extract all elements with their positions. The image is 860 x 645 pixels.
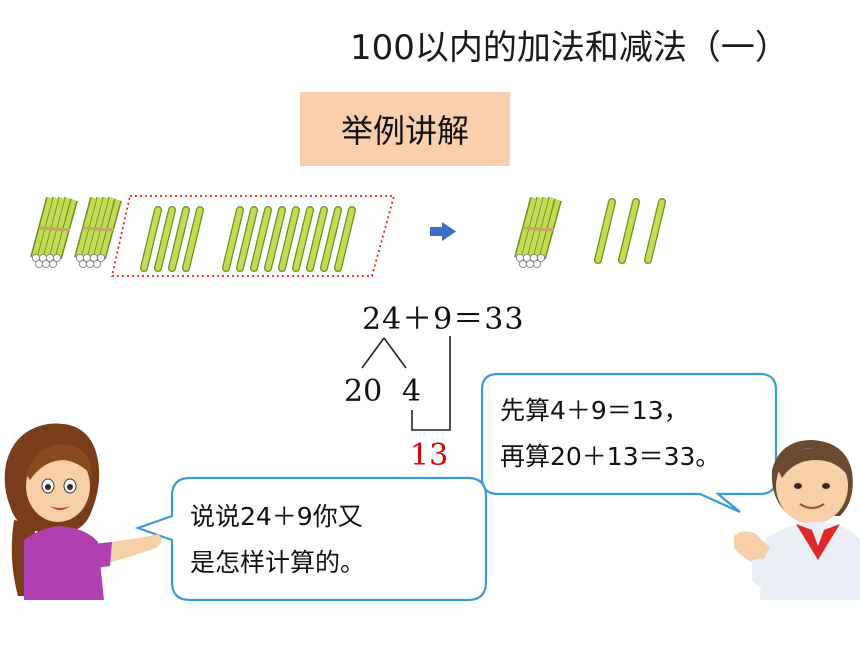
arrow-right-icon	[430, 222, 456, 241]
boy-bubble-text: 先算4＋9＝13， 再算20＋13＝33。	[500, 388, 720, 480]
page-title: 100以内的加法和减法（一）	[350, 28, 789, 68]
equation: 24＋9＝33	[362, 302, 525, 337]
girl-bubble-line2: 是怎样计算的。	[190, 548, 366, 577]
stick-group-3	[598, 202, 662, 260]
boy-speech-bubble	[480, 372, 778, 514]
girl-speech-bubble	[134, 476, 488, 602]
dotted-selection-box	[110, 195, 396, 277]
boy-bubble-line1: 先算4＋9＝13，	[500, 396, 689, 425]
boy-bubble-line2: 再算20＋13＝33。	[500, 442, 721, 471]
split-line-left	[361, 337, 385, 369]
girl-bubble-text: 说说24＋9你又 是怎样计算的。	[190, 494, 365, 586]
split-line-right	[383, 337, 407, 369]
girl-figure	[4, 423, 162, 600]
stick-group-9	[226, 210, 352, 268]
girl-bubble-line1: 说说24＋9你又	[190, 502, 363, 531]
stick-bundle-icon	[516, 198, 558, 268]
partial-sum: 13	[410, 438, 449, 473]
section-badge: 举例讲解	[300, 92, 510, 166]
stick-group-4	[144, 210, 200, 268]
boy-figure	[734, 440, 860, 600]
combine-bracket	[411, 336, 451, 431]
stick-bundle-icon	[32, 198, 74, 268]
split-ones: 4	[402, 374, 422, 409]
stick-bundle-icon	[76, 198, 118, 268]
split-tens: 20	[344, 374, 383, 409]
